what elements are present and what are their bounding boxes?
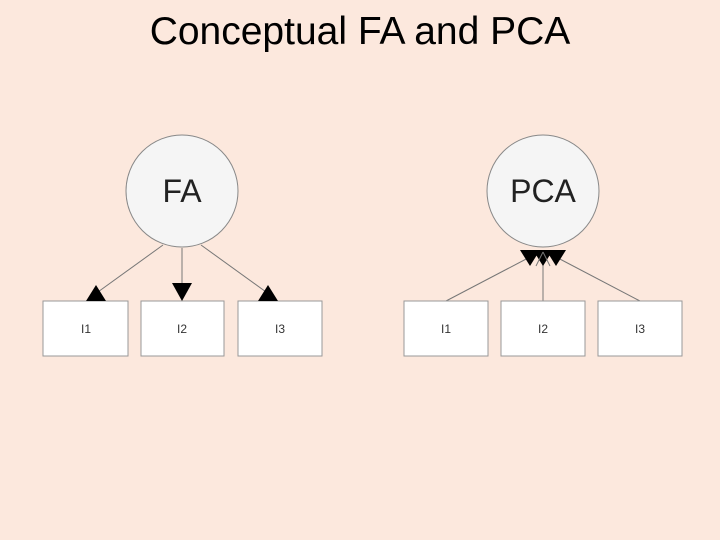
fa-path-i1 — [90, 244, 164, 298]
fa-item-label-2: I2 — [177, 322, 187, 336]
fa-item-box-2 — [140, 300, 225, 357]
fa-item-label-3: I3 — [275, 322, 285, 336]
pca-arrowhead-i1 — [520, 250, 540, 266]
pca-item-box-3 — [597, 300, 683, 357]
pca-path-i1 — [445, 256, 531, 302]
pca-arrowhead-i3 — [546, 250, 566, 266]
fa-item-label-1: I1 — [81, 322, 91, 336]
pca-item-label-1: I1 — [441, 322, 451, 336]
fa-item-box-1 — [42, 300, 129, 357]
pca-component-label: PCA — [510, 173, 576, 209]
fa-path-i3 — [200, 244, 274, 298]
fa-item-box-3 — [237, 300, 323, 357]
pca-component-circle — [486, 134, 600, 248]
pca-item-label-3: I3 — [635, 322, 645, 336]
pca-inner-stem-2 — [542, 251, 551, 267]
fa-arrowhead-i3 — [258, 285, 278, 301]
fa-model: FA I1 I2 I3 — [42, 134, 323, 357]
pca-path-i3 — [555, 256, 641, 302]
pca-arrowhead-i2 — [533, 250, 553, 266]
fa-arrowhead-i2 — [172, 283, 192, 301]
fa-factor-label: FA — [162, 173, 202, 209]
pca-item-box-1 — [403, 300, 489, 357]
pca-item-box-2 — [500, 300, 586, 357]
fa-factor-circle — [125, 134, 239, 248]
slide-title: Conceptual FA and PCA — [149, 10, 571, 53]
pca-inner-stem-1 — [535, 251, 544, 267]
pca-model: PCA I1 I2 I3 — [403, 134, 683, 357]
pca-item-label-2: I2 — [538, 322, 548, 336]
fa-arrowhead-i1 — [86, 285, 106, 301]
